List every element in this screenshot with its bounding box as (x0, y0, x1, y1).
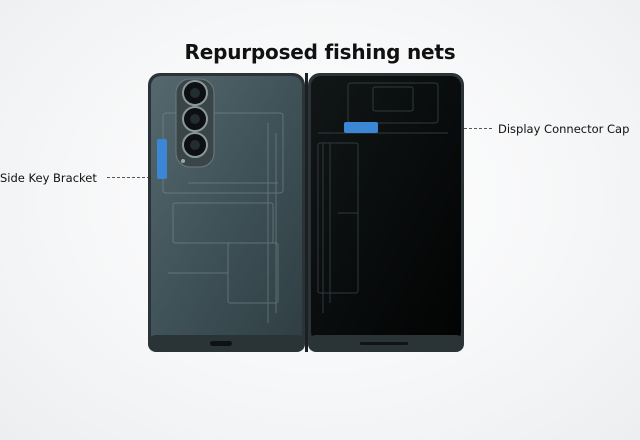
camera-module (175, 78, 215, 168)
side-key-bracket-part (157, 139, 167, 179)
page-title: Repurposed fishing nets (184, 40, 456, 64)
display-connector-cap-part (344, 122, 378, 133)
foldable-phone-image (148, 73, 464, 352)
hinge (305, 73, 308, 352)
speaker-grille (360, 342, 408, 345)
display-connector-cap-label: Display Connector Cap (498, 122, 630, 136)
screen-panel (308, 73, 464, 352)
side-key-bracket-leader-line (107, 177, 160, 178)
side-key-bracket-label: Side Key Bracket (0, 171, 97, 185)
phone-illustration (148, 73, 464, 352)
back-panel (148, 73, 305, 352)
usb-port (210, 341, 232, 346)
